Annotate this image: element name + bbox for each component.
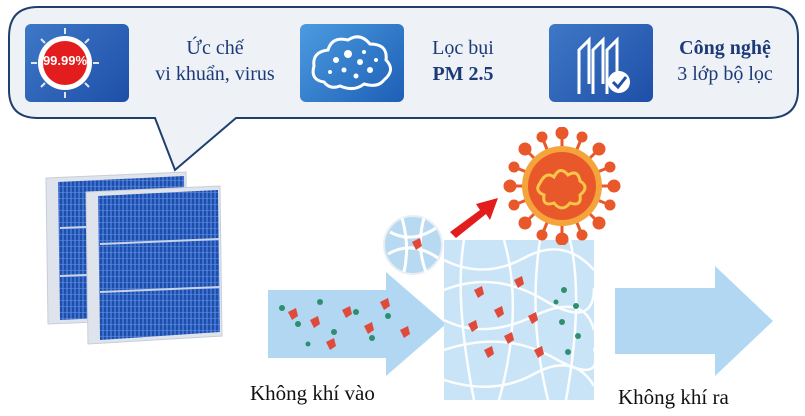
pm25-line1: Lọc bụi: [432, 37, 494, 59]
feature-pm25-tile: [300, 24, 404, 102]
pm25-line2: PM 2.5: [432, 63, 494, 85]
air-in-arrow: [268, 272, 446, 376]
air-out-arrow: [615, 266, 773, 376]
magnifier-circle: [383, 215, 443, 275]
antibacterial-line1: Ức chế: [186, 37, 244, 59]
three-layer-line1: Công nghệ: [679, 37, 771, 59]
particles-icon: [279, 298, 410, 350]
filter-product-image: [45, 171, 223, 345]
air-in-label: Không khí vào: [250, 381, 375, 405]
feature-antibacterial-tile: 99.99%: [25, 24, 129, 102]
filter-fiber-section: [444, 240, 594, 400]
feature-three-layer-text: Công nghệ 3 lớp bộ lọc: [660, 35, 790, 87]
virus-icon: [503, 127, 621, 245]
antibacterial-line2: vi khuẩn, virus: [155, 63, 275, 85]
antibacterial-badge: 99.99%: [42, 53, 88, 68]
dust-cloud-icon: [311, 35, 392, 91]
feature-three-layer-tile: [549, 24, 653, 102]
feature-pm25-text: Lọc bụi PM 2.5: [413, 35, 513, 87]
shield-percent-icon: [31, 28, 99, 98]
filter-layers-icon: [577, 36, 630, 94]
air-out-label: Không khí ra: [618, 385, 729, 409]
feature-antibacterial-text: Ức chế vi khuẩn, virus: [135, 35, 295, 87]
red-pointer-arrow: [450, 198, 498, 238]
three-layer-line2: 3 lớp bộ lọc: [677, 63, 773, 85]
